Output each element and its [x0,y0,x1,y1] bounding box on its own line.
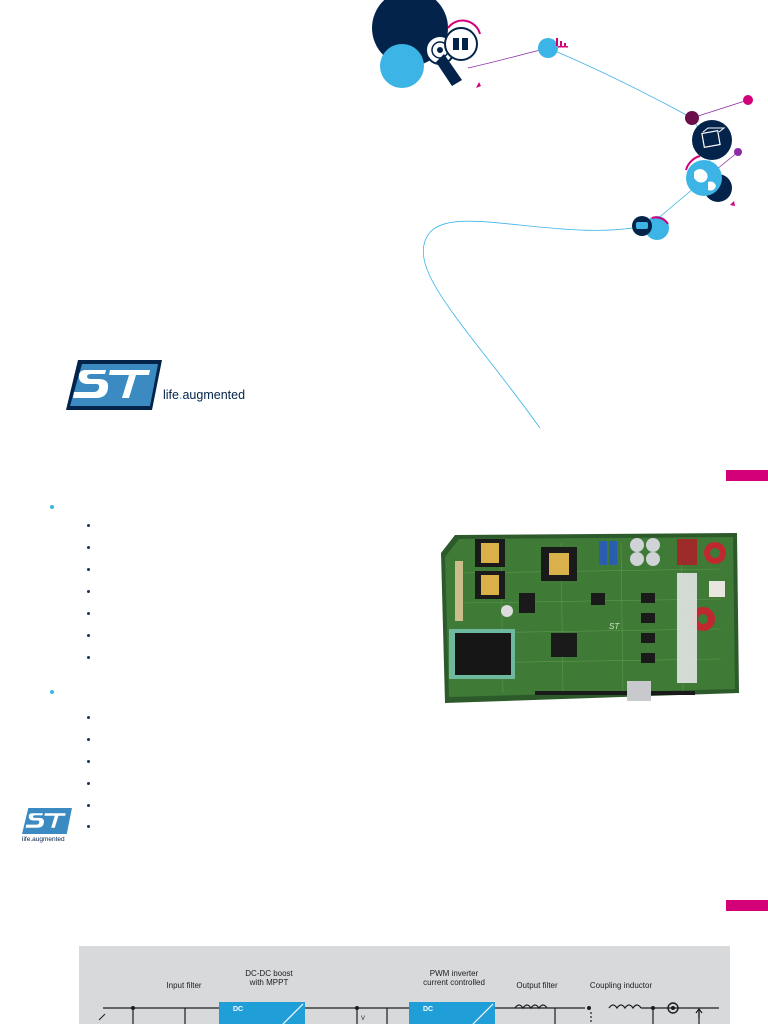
bullet-1 [50,505,54,509]
diagram-wires: V [98,1002,719,1024]
st-logo [66,360,162,410]
tagline-suffix: augmented [182,388,246,402]
tagline-dot: . [178,388,183,402]
svg-text:ST: ST [609,622,620,631]
sub-bullet [87,825,90,828]
input-filter-label: Input filter [166,981,202,990]
globe-icon [685,155,732,202]
inverter-block-text: DC [423,1006,434,1013]
dcdc-boost-label: DC-DC boost with MPPT [229,969,309,987]
st-logo-small [22,808,72,834]
battery-icon [444,19,481,61]
dcdc-block-text: DC [233,1006,244,1013]
sub-bullet [87,590,90,593]
sub-bullet [87,716,90,719]
cover-graphic [372,0,753,429]
pwm-line2: current controlled [423,978,485,987]
pwm-line1: PWM inverter [429,969,479,978]
diagram-slide [0,900,768,1024]
sub-bullet [87,612,90,615]
sub-bullet [87,568,90,571]
sub-bullet [87,524,90,527]
inverter-block: DC [409,1002,495,1024]
pink-tab [726,900,768,911]
cover-slide: life.augmented [0,0,768,440]
cube-icon [692,120,732,160]
light-circle [380,44,424,88]
dcdc-boost-line2: with MPPT [249,978,289,987]
logo-tagline: life.augmented [163,388,245,402]
sub-bullet [87,760,90,763]
pink-tab [726,470,768,481]
block-diagram: Input filter DC-DC boost with MPPT PWM i… [79,946,730,1024]
sub-bullet [87,546,90,549]
svg-text:V: V [361,1016,365,1022]
sub-bullet [87,656,90,659]
small-logo-tagline: life.augmented [22,836,65,843]
coupling-inductor-label: Coupling inductor [589,981,653,990]
content-slide: ST life.augmented [0,470,768,890]
pwm-inverter-label: PWM inverter current controlled [409,969,499,987]
sub-bullet [87,782,90,785]
bullet-2 [50,690,54,694]
evaluation-board-photo: ST [441,533,739,703]
tagline-prefix: life [163,388,179,402]
dcdc-boost-line1: DC-DC boost [245,969,293,978]
sub-bullet [87,804,90,807]
output-filter-label: Output filter [516,981,558,990]
signal-icon [538,38,568,58]
car-icon [632,216,669,240]
sub-bullet [87,634,90,637]
dcdc-block: DC [219,1002,305,1024]
sub-bullet [87,738,90,741]
